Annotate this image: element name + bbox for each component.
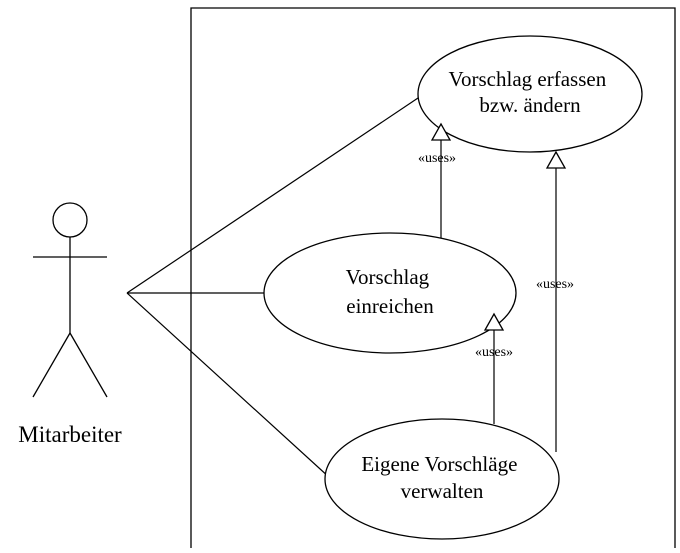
actor-right-leg <box>69 332 108 398</box>
generalization-arrowhead-icon <box>430 122 452 141</box>
uses-stereotype-label: «uses» <box>536 277 574 292</box>
uses-verwalten-erfassen: «uses» <box>536 150 574 452</box>
use-case-erfassen-label: Vorschlag erfassen bzw. ändern <box>449 67 612 117</box>
actor-label: Mitarbeiter <box>18 422 122 447</box>
use-case-einreichen-line-2: einreichen <box>346 294 434 318</box>
actor-left-leg <box>32 332 71 398</box>
use-case-erfassen-ellipse <box>417 35 643 153</box>
actor-mitarbeiter[interactable]: Mitarbeiter <box>18 202 122 447</box>
use-case-erfassen-line-2: bzw. ändern <box>479 93 581 117</box>
association-erfassen <box>126 97 419 294</box>
use-case-einreichen-ellipse <box>263 232 517 354</box>
uses-einreichen-erfassen: «uses» <box>418 122 456 238</box>
uses-stereotype-label: «uses» <box>475 345 513 360</box>
association-verwalten <box>126 292 331 479</box>
use-case-einreichen-line-1: Vorschlag <box>346 265 430 289</box>
uses-verwalten-einreichen: «uses» <box>475 312 513 424</box>
use-case-einreichen-label: Vorschlag einreichen <box>346 265 435 318</box>
uses-stereotype-label: «uses» <box>418 151 456 166</box>
use-case-erfassen[interactable]: Vorschlag erfassen bzw. ändern <box>417 35 643 153</box>
use-case-verwalten[interactable]: Eigene Vorschläge verwalten <box>324 418 560 540</box>
actor-head <box>52 202 88 238</box>
use-case-verwalten-line-2: verwalten <box>401 479 484 503</box>
use-case-erfassen-line-1: Vorschlag erfassen <box>449 67 607 91</box>
use-case-einreichen[interactable]: Vorschlag einreichen <box>263 232 517 354</box>
use-case-verwalten-label: Eigene Vorschläge verwalten <box>361 452 522 503</box>
generalization-arrowhead-icon <box>483 312 505 331</box>
use-case-verwalten-ellipse <box>324 418 560 540</box>
system-boundary <box>190 7 676 548</box>
generalization-arrowhead-icon <box>545 150 567 169</box>
use-case-verwalten-line-1: Eigene Vorschläge <box>361 452 517 476</box>
